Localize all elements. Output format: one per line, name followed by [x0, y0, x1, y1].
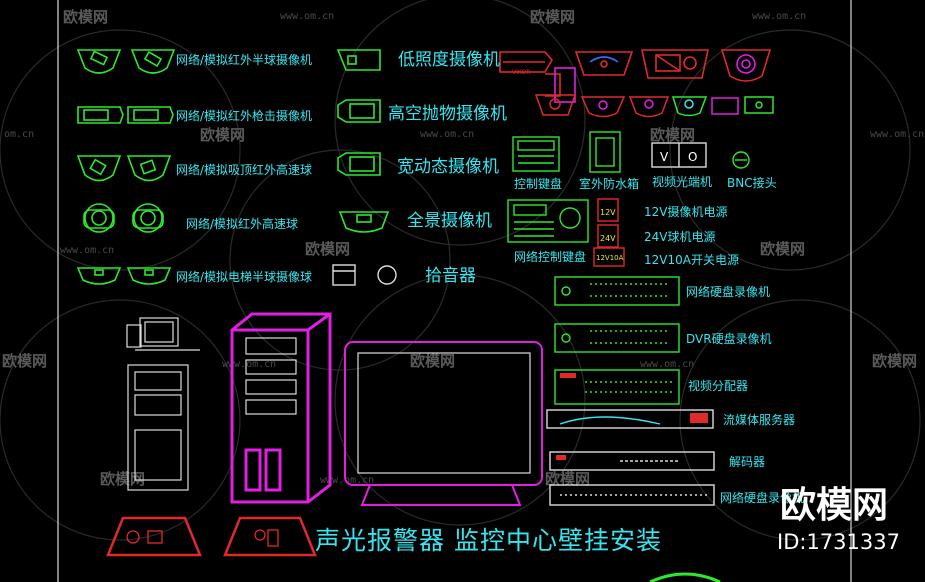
- label-panoramic-camera: 全景摄像机: [407, 211, 492, 231]
- transceiver-o: O: [688, 150, 697, 164]
- watermark-brand: 欧模网: [200, 126, 246, 144]
- watermark-url: www.om.cn: [870, 129, 925, 140]
- optical-transceiver-icon: V O: [651, 142, 707, 168]
- sound-pickup-icon: [332, 264, 397, 286]
- vendor-label: VIKOR: [512, 69, 530, 76]
- watermark-url: www.om.cn: [320, 475, 375, 486]
- ir-bullet-icon: [77, 106, 174, 124]
- watermark-brand: 欧模网: [410, 352, 456, 370]
- tower-pc-icon: [230, 312, 332, 504]
- nvr-rack-icon: [554, 276, 680, 306]
- label-ip-ir-speed-dome: 网络/模拟红外高速球: [186, 217, 299, 231]
- watermark-brand: 欧模网: [760, 240, 806, 258]
- label-ip-elevator-dome: 网络/模拟电梯半球摄像球: [176, 270, 313, 284]
- monitor-icon: [344, 341, 543, 506]
- video-distributor-icon: [554, 369, 680, 405]
- label-nvr: 网络硬盘录像机: [686, 285, 771, 299]
- watermark-url: www.om.cn: [280, 11, 335, 22]
- ir-dome-icon: [76, 49, 176, 74]
- transceiver-v: V: [660, 150, 669, 164]
- label-nvr-2: 网络硬盘录像机: [720, 491, 805, 505]
- high-altitude-camera-icon: [337, 99, 381, 123]
- psu-24v-mark: 24V: [600, 234, 616, 243]
- label-psu-12v10a: 12V10A开关电源: [644, 253, 739, 267]
- label-sound-pickup: 拾音器: [425, 266, 476, 286]
- watermark-brand: 欧模网: [530, 8, 576, 26]
- label-psu-24v-dome: 24V球机电源: [644, 230, 716, 244]
- label-ip-ir-ceiling-speed-dome: 网络/模拟吸顶红外高速球: [176, 163, 313, 177]
- tower-pc-bays: [244, 337, 297, 492]
- streaming-server-icon: [546, 409, 714, 429]
- network-keyboard-icon: [507, 199, 589, 243]
- wdr-camera-icon: [337, 152, 381, 176]
- speed-dome-icon: [83, 203, 164, 233]
- control-keyboard-icon: [512, 136, 560, 172]
- watermark-brand: 欧模网: [63, 8, 109, 26]
- nvr-2-rack-icon: [549, 484, 715, 506]
- bnc-connector-icon: [732, 151, 750, 169]
- watermark-url: om.cn: [4, 129, 35, 140]
- dvr-rack-icon: [554, 323, 680, 353]
- desktop-pc-icon: [126, 317, 200, 491]
- label-network-keyboard: 网络控制键盘: [514, 250, 587, 264]
- outdoor-box-icon: [589, 131, 621, 173]
- brand-logo-text: 欧模网: [780, 485, 889, 526]
- label-high-altitude-camera: 高空抛物摄像机: [388, 104, 507, 124]
- watermark-brand: 欧模网: [305, 240, 351, 258]
- watermark-brand: 欧模网: [100, 470, 146, 488]
- drawing-title: 声光报警器 监控中心壁挂安装: [315, 526, 662, 555]
- psu-12v-mark: 12V: [600, 208, 616, 217]
- label-wdr-camera: 宽动态摄像机: [397, 157, 499, 177]
- label-video-distributor: 视频分配器: [688, 379, 749, 393]
- ceiling-speed-dome-icon: [76, 155, 172, 182]
- psu-12v10a-mark: 12V10A: [596, 254, 624, 262]
- low-light-camera-icon: [336, 49, 381, 71]
- watermark-brand: 欧模网: [2, 352, 48, 370]
- speed-dome-red-icon: [720, 49, 772, 82]
- brand-id: ID:1731337: [777, 530, 900, 554]
- watermark-url: www.om.cn: [752, 11, 807, 22]
- elevator-dome-icon: [76, 267, 172, 285]
- watermark-brand: 欧模网: [872, 352, 918, 370]
- label-ip-ir-dome-camera: 网络/模拟红外半球摄像机: [176, 53, 313, 67]
- dome-camera-blue-icon: [574, 51, 634, 76]
- sound-light-alarm-icon: [106, 516, 317, 557]
- watermark-url: www.om.cn: [420, 129, 475, 140]
- watermark-url: www.om.cn: [60, 245, 115, 256]
- label-outdoor-box: 室外防水箱: [579, 177, 640, 191]
- label-decoder: 解码器: [729, 455, 766, 469]
- watermark-url: www.om.cn: [222, 359, 277, 370]
- label-dvr: DVR硬盘录像机: [686, 332, 772, 346]
- mini-dome-icons: [534, 94, 774, 118]
- label-ip-ir-bullet-camera: 网络/模拟红外枪击摄像机: [176, 109, 313, 123]
- label-control-keyboard: 控制键盘: [514, 177, 563, 191]
- ptz-box-camera-icon: [641, 49, 709, 79]
- color-bullet-camera-icon: VIKOR: [499, 51, 576, 103]
- power-supply-icons: 12V 24V 12V10A: [593, 198, 625, 267]
- label-bnc-connector: BNC接头: [727, 176, 777, 190]
- bottom-arc-mark: [649, 572, 721, 582]
- label-video-optical-transceiver: 视频光端机: [652, 175, 713, 189]
- label-low-light-camera: 低照度摄像机: [398, 50, 500, 70]
- watermark-url: www.om.cn: [640, 359, 695, 370]
- label-psu-12v-camera: 12V摄像机电源: [644, 205, 728, 219]
- watermark-brand: 欧模网: [650, 126, 696, 144]
- label-streaming-server: 流媒体服务器: [723, 413, 796, 427]
- decoder-icon: [549, 451, 715, 471]
- watermark-brand: 欧模网: [545, 470, 591, 488]
- panoramic-camera-icon: [338, 211, 390, 233]
